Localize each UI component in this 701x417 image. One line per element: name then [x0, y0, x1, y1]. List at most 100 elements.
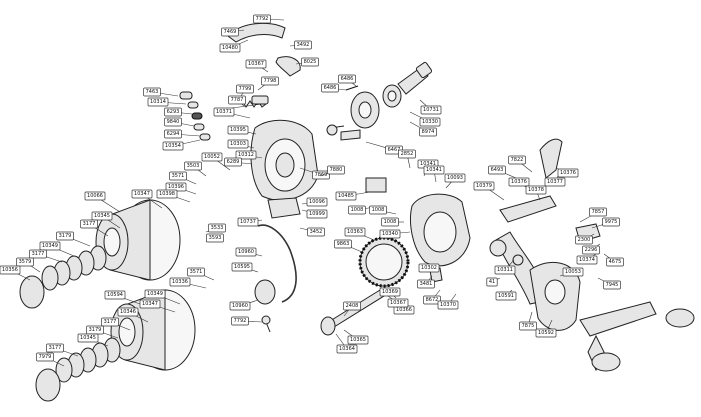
drive-gear-inner-part: [365, 243, 403, 281]
part-label: 10345: [91, 211, 121, 229]
part-number-text: 3179: [59, 233, 72, 239]
part-number-text: 10303: [230, 141, 246, 147]
part-number-text: 10369: [382, 289, 398, 295]
label-box: [187, 267, 205, 277]
part-number-text: 9975: [605, 219, 618, 225]
part-label: 7945: [597, 277, 621, 290]
pinion-part: [320, 316, 336, 336]
label-box: [562, 267, 584, 277]
label-box: [229, 301, 251, 311]
part-number-text: 8672: [426, 297, 439, 303]
label-box: [420, 105, 442, 115]
label-box: [227, 139, 249, 149]
part-label: 10398: [156, 189, 191, 203]
part-number-text: 7869: [315, 172, 328, 178]
part-number-text: 7979: [39, 354, 52, 360]
reel-foot-part: [499, 195, 557, 223]
screw-head-part: [261, 315, 271, 325]
label-box: [236, 84, 254, 94]
part-number-text: 10345: [94, 213, 110, 219]
part-number-text: 10349: [147, 291, 163, 297]
part-label: 3452: [299, 227, 325, 237]
label-box: [419, 117, 441, 127]
label-box: [169, 277, 191, 287]
part-label: 10377: [544, 175, 566, 187]
part-label: 7822: [508, 155, 533, 173]
part-label: 6493: [488, 165, 517, 179]
part-number-text: 1008: [351, 207, 364, 213]
part-number-text: 10363: [347, 229, 363, 235]
label-box: [312, 170, 330, 180]
label-box: [213, 107, 235, 117]
label-box: [169, 171, 187, 181]
label-box: [486, 277, 498, 287]
part-label: 8672: [423, 289, 441, 305]
label-box: [80, 219, 98, 229]
part-label: 7875: [519, 311, 537, 331]
label-box: [29, 249, 47, 259]
label-box: [219, 43, 241, 53]
part-label: 3593: [205, 233, 224, 243]
part-number-text: 10366: [396, 307, 412, 313]
label-box: [444, 173, 466, 183]
part-label: 3481: [417, 275, 435, 289]
part-label: 7798: [257, 76, 279, 91]
part-label: 6293: [164, 107, 193, 117]
part-number-text: 10052: [204, 154, 220, 160]
part-label: 10354: [162, 139, 201, 151]
label-box: [245, 59, 267, 69]
part-number-text: 9863: [337, 241, 350, 247]
part-label: 9863: [334, 239, 363, 253]
part-label: 2300: [575, 233, 595, 245]
part-number-text: 3179: [89, 327, 102, 333]
body-bore-part: [423, 211, 457, 253]
label-box: [237, 217, 259, 227]
part-label: 2408: [343, 301, 361, 317]
part-label: 10066: [84, 191, 121, 213]
label-box: [306, 209, 328, 219]
label-box: [606, 257, 624, 267]
screw-part: [345, 85, 359, 91]
label-box: [143, 87, 161, 97]
label-box: [327, 165, 345, 175]
line-roller-part: [251, 95, 269, 105]
part-label: 3503: [184, 161, 207, 177]
label-box: [221, 27, 239, 37]
part-label: 2852: [398, 149, 416, 169]
label-box: [544, 177, 566, 187]
part-number-text: 7792: [256, 16, 269, 22]
label-box: [307, 227, 325, 237]
part-number-text: 3177: [32, 251, 45, 257]
label-box: [139, 299, 161, 309]
part-label: 9975: [591, 217, 620, 229]
part-number-text: 10354: [165, 143, 181, 149]
label-box: [235, 150, 257, 160]
part-label: 9840: [164, 117, 195, 127]
part-label: 10367: [245, 59, 269, 73]
handle-arm-part: [579, 301, 657, 337]
part-number-text: 10592: [538, 330, 554, 336]
part-number-text: 6486: [341, 76, 354, 82]
part-number-text: 7798: [264, 78, 277, 84]
part-label: 3571: [169, 171, 197, 185]
part-label: 10485: [335, 191, 371, 201]
drag-knob-part: [35, 368, 61, 402]
part-number-text: 1008: [372, 207, 385, 213]
part-number-text: 2852: [401, 151, 414, 157]
label-box: [227, 125, 249, 135]
label-box: [494, 265, 516, 275]
part-label: 10302: [418, 263, 440, 273]
part-label: 10311: [494, 259, 516, 275]
part-number-text: 10341: [426, 167, 442, 173]
part-number-text: 10378: [528, 187, 544, 193]
part-number-text: 3579: [19, 259, 32, 265]
small-washer-part: [191, 112, 203, 120]
part-number-text: 10367: [390, 300, 406, 306]
part-number-text: 2300: [578, 237, 591, 243]
part-number-text: 10341: [420, 161, 436, 167]
label-box: [117, 307, 139, 317]
part-number-text: 10302: [421, 265, 437, 271]
drag-knob-part: [19, 275, 45, 309]
